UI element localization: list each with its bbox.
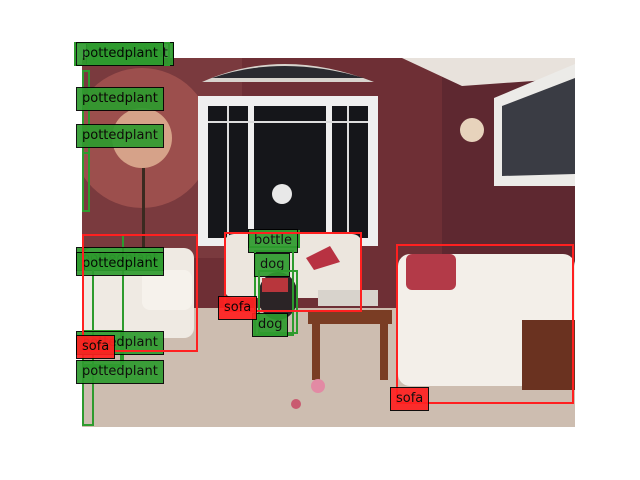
sofa-label-tag: sofa — [218, 296, 258, 320]
pottedplant-label-tag: pottedplant — [76, 42, 164, 66]
pottedplant-label-tag: pottedplant — [76, 360, 164, 384]
sofa-label-tag: sofa — [76, 335, 116, 359]
sofa-bounding-box — [82, 234, 198, 352]
pottedplant-label-tag: pottedplant — [76, 124, 164, 148]
dog-label-tag: dog — [252, 313, 289, 337]
living-room-photo — [82, 58, 575, 427]
sofa-label-tag: sofa — [390, 387, 430, 411]
pottedplant-bounding-box — [82, 152, 90, 212]
pottedplant-label-tag: pottedplant — [76, 252, 164, 276]
photo-scene — [82, 58, 575, 427]
sofa-bounding-box — [396, 244, 574, 404]
dog-label-tag: dog — [254, 253, 291, 277]
sofa-bounding-box — [224, 232, 362, 312]
pottedplant-label-tag: pottedplant — [76, 87, 164, 111]
